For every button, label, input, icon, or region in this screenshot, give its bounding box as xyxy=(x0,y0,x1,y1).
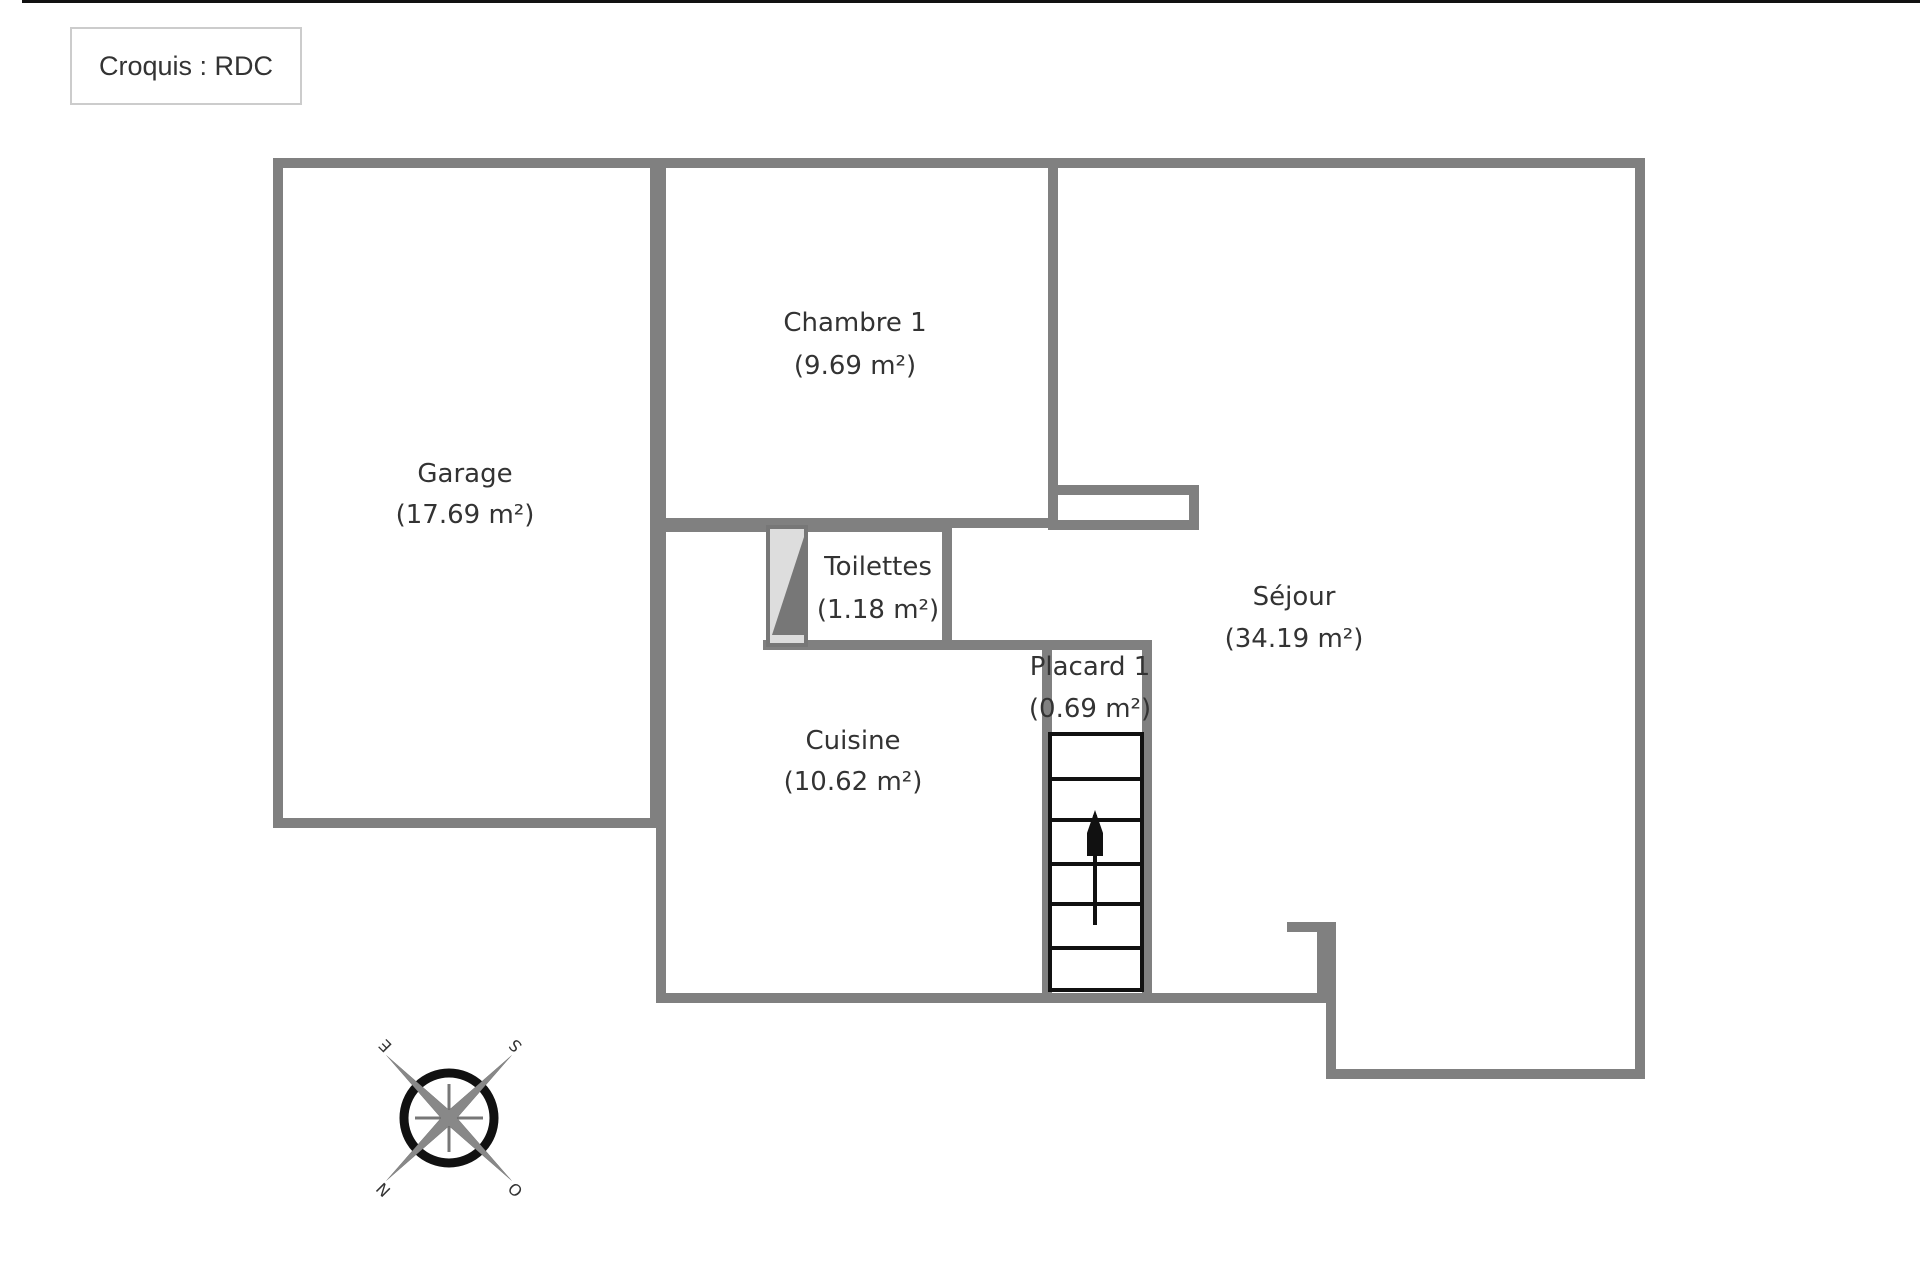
room-name-toilettes: Toilettes xyxy=(823,552,932,582)
wall-cuisine xyxy=(656,518,1327,1003)
compass-label-s: S xyxy=(505,1035,526,1056)
wall-chambre xyxy=(656,158,1058,528)
room-name-garage: Garage xyxy=(417,459,512,489)
stairs-icon xyxy=(1048,732,1144,992)
wall-placard xyxy=(1042,640,1152,1003)
room-name-sejour: Séjour xyxy=(1253,582,1336,612)
top-border xyxy=(22,0,1920,3)
room-area-chambre: (9.69 m²) xyxy=(794,351,916,381)
compass-rose-icon: E S N O xyxy=(372,1035,526,1200)
room-name-placard: Placard 1 xyxy=(1030,652,1151,682)
room-area-garage: (17.69 m²) xyxy=(396,500,535,530)
compass-label-e: E xyxy=(375,1035,396,1056)
toilet-fixture-icon xyxy=(766,525,808,647)
wall-garage xyxy=(273,158,660,828)
room-area-sejour: (34.19 m²) xyxy=(1225,624,1364,654)
room-name-cuisine: Cuisine xyxy=(805,726,900,756)
room-area-placard: (0.69 m²) xyxy=(1029,694,1151,724)
room-area-toilettes: (1.18 m²) xyxy=(817,595,939,625)
compass-label-o: O xyxy=(504,1178,526,1200)
room-name-chambre: Chambre 1 xyxy=(783,308,926,338)
compass-label-n: N xyxy=(372,1179,394,1201)
wall-toilettes xyxy=(763,522,952,650)
room-area-cuisine: (10.62 m²) xyxy=(784,767,923,797)
wall-niche xyxy=(1048,485,1199,530)
plan-title: Croquis : RDC xyxy=(70,27,302,105)
